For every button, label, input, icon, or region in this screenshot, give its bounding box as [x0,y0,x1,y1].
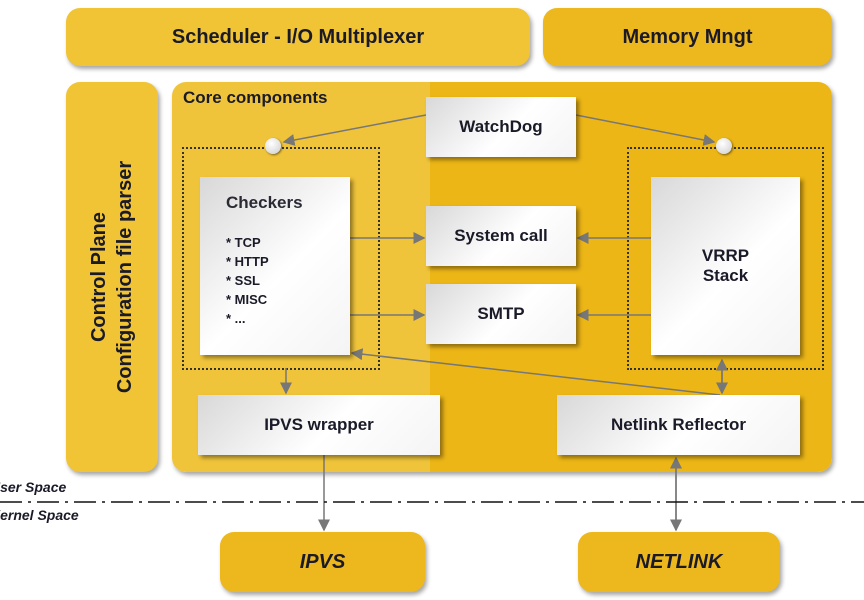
memory-box: Memory Mngt [543,8,832,66]
checker-item: * MISC [226,292,268,307]
user-space-label: User Space [0,479,67,495]
netlink-reflector-box: Netlink Reflector [557,395,800,455]
checkers-group [182,147,380,370]
ipvs-box: IPVS [220,532,425,592]
vrrp-label: VRRP [701,246,750,265]
netlink-label: NETLINK [635,550,723,573]
checkers-group-connector [265,138,281,154]
smtp-box: SMTP [426,284,576,344]
checker-item: * SSL [226,273,260,288]
vrrp-group-connector [716,138,732,154]
ipvs-label: IPVS [299,550,346,573]
watchdog-box: WatchDog [426,97,576,157]
scheduler-box: Scheduler - I/O Multiplexer [66,8,530,66]
smtp-label: SMTP [477,304,525,323]
watchdog-label: WatchDog [459,117,543,136]
checkers-title: Checkers [226,193,303,212]
netlink-reflector-label: Netlink Reflector [610,415,747,434]
control-plane-box: Control Plane Configuration file parser [66,82,158,472]
checkers-box: Checkers * TCP * HTTP * SSL * MISC * ... [200,177,350,355]
checker-item: * ... [226,311,246,326]
scheduler-label: Scheduler - I/O Multiplexer [171,25,425,48]
stack-label: Stack [702,266,749,285]
core-components-title: Core components [183,88,328,107]
ipvs-wrapper-box: IPVS wrapper [198,395,440,455]
ipvs-wrapper-label: IPVS wrapper [264,415,374,434]
checker-item: * TCP [226,235,261,250]
checker-item: * HTTP [226,254,269,269]
memory-label: Memory Mngt [622,25,753,48]
system-call-box: System call [426,206,576,266]
system-call-label: System call [454,226,548,245]
kernel-space-label: Kernel Space [0,507,79,523]
netlink-box: NETLINK [578,532,780,592]
